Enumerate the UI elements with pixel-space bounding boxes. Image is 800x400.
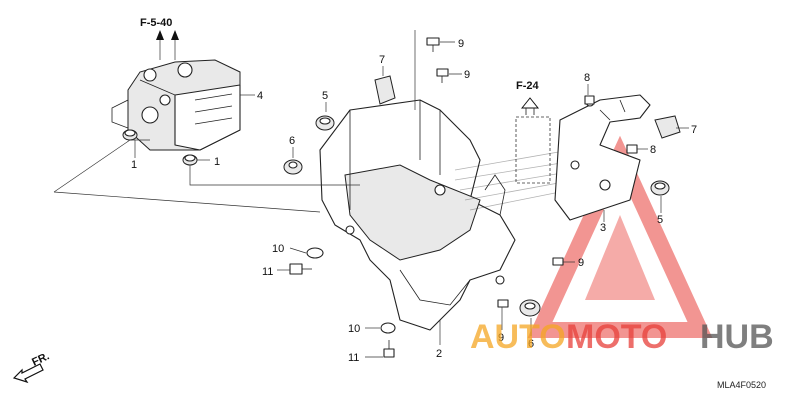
callout-11b: 11: [348, 352, 359, 364]
brake-line-arrows: [156, 30, 179, 60]
callout-10a: 10: [272, 243, 284, 255]
sub-bracket: [554, 94, 651, 221]
abs-modulator-unit: [111, 59, 241, 151]
watermark-text: AUTO MOTO HUB: [470, 318, 774, 356]
callout-1a: 1: [131, 159, 137, 171]
bolt-8a: [584, 95, 595, 105]
callout-8b: 8: [650, 144, 656, 156]
callout-9d: 9: [498, 332, 504, 344]
bolt-9b: [436, 68, 449, 83]
svg-text:HUB: HUB: [700, 318, 774, 356]
washer-10b: [380, 322, 396, 334]
callout-3: 3: [600, 222, 606, 234]
callout-2: 2: [436, 348, 442, 360]
callout-9a: 9: [458, 38, 464, 50]
cushion-7a: [374, 75, 396, 105]
callout-5b: 5: [657, 214, 663, 226]
leader-lines: [53, 30, 689, 358]
ref-f24-label: F-24: [516, 80, 540, 92]
grommet-6b: [519, 299, 541, 317]
bolt-9c: [552, 257, 564, 266]
callout-9c: 9: [578, 257, 584, 269]
bolt-9d: [497, 299, 509, 308]
collar-5b: [650, 180, 670, 196]
hatch-area: [454, 149, 581, 211]
callout-9b: 9: [464, 69, 470, 81]
grommet-1a: [122, 129, 138, 141]
screw-11a: [289, 263, 312, 275]
callout-7b: 7: [691, 124, 697, 136]
svg-text:MOTO: MOTO: [566, 318, 667, 356]
ref-f540-label: F-5-40: [140, 17, 172, 29]
callout-5a: 5: [322, 90, 328, 102]
front-label: FR.: [30, 350, 51, 368]
collar-5a: [315, 115, 335, 131]
callout-6b: 6: [528, 338, 534, 350]
callout-11a: 11: [262, 266, 273, 278]
grommet-1b: [182, 154, 198, 166]
ref-f24-box: [515, 97, 551, 184]
callout-8a: 8: [584, 72, 590, 84]
callout-6a: 6: [289, 135, 295, 147]
watermark-logo: [527, 135, 713, 338]
callout-7a: 7: [379, 54, 385, 66]
washer-10a: [306, 247, 324, 259]
callout-1b: 1: [214, 156, 220, 168]
main-bracket: [319, 99, 516, 331]
front-arrow-icon: [12, 363, 44, 384]
screw-11b: [383, 340, 395, 358]
grommet-6a: [283, 159, 303, 175]
callout-10b: 10: [348, 323, 360, 335]
svg-text:AUTO: AUTO: [470, 318, 566, 356]
bolt-8b: [626, 144, 638, 154]
cushion-7b: [654, 115, 681, 139]
diagram-code: MLA4F0520: [717, 380, 766, 390]
callout-4: 4: [257, 90, 263, 102]
bolt-9a: [426, 37, 440, 52]
